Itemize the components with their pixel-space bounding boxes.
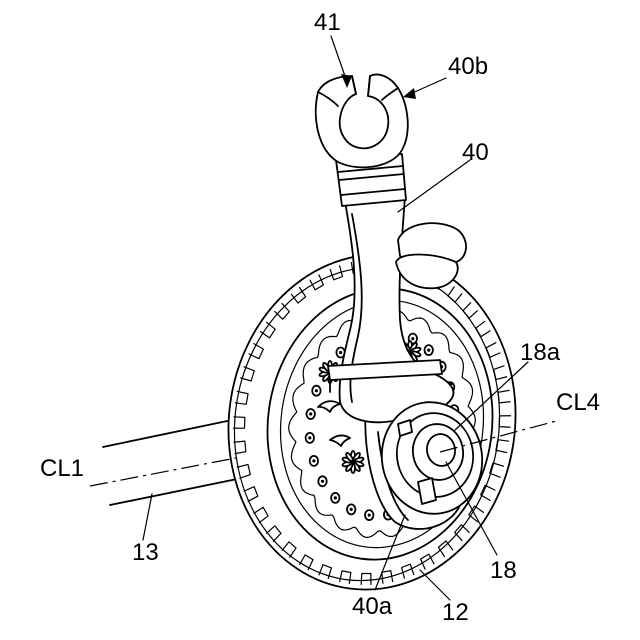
label-18: 18 [490,557,517,584]
label-cl4: CL4 [556,389,600,416]
label-40b: 40b [448,53,488,80]
label-13: 13 [132,539,159,566]
axle-tube [103,420,242,505]
label-cl1: CL1 [40,455,84,482]
wheel-hole-dot [411,337,414,340]
label-18a: 18a [520,339,561,366]
wheel-hole-dot [315,389,318,392]
label-41: 41 [314,9,341,36]
wheel-hole-dot [427,349,430,352]
label-12: 12 [442,599,469,626]
flower-center [351,460,356,465]
label-40a: 40a [352,593,393,620]
wheel-hole-dot [308,436,311,439]
wheel-hole-dot [350,508,353,511]
wheel-hole-dot [309,412,312,415]
center-line-cl1 [90,458,236,486]
wheel-hole-dot [321,480,324,483]
wheel-hole-dot [312,459,315,462]
label-40: 40 [462,139,489,166]
flower-ornament [342,451,364,473]
wheel-hole-dot [339,351,342,354]
wheel-hole-dot [334,496,337,499]
wheel-hole-dot [368,514,371,517]
